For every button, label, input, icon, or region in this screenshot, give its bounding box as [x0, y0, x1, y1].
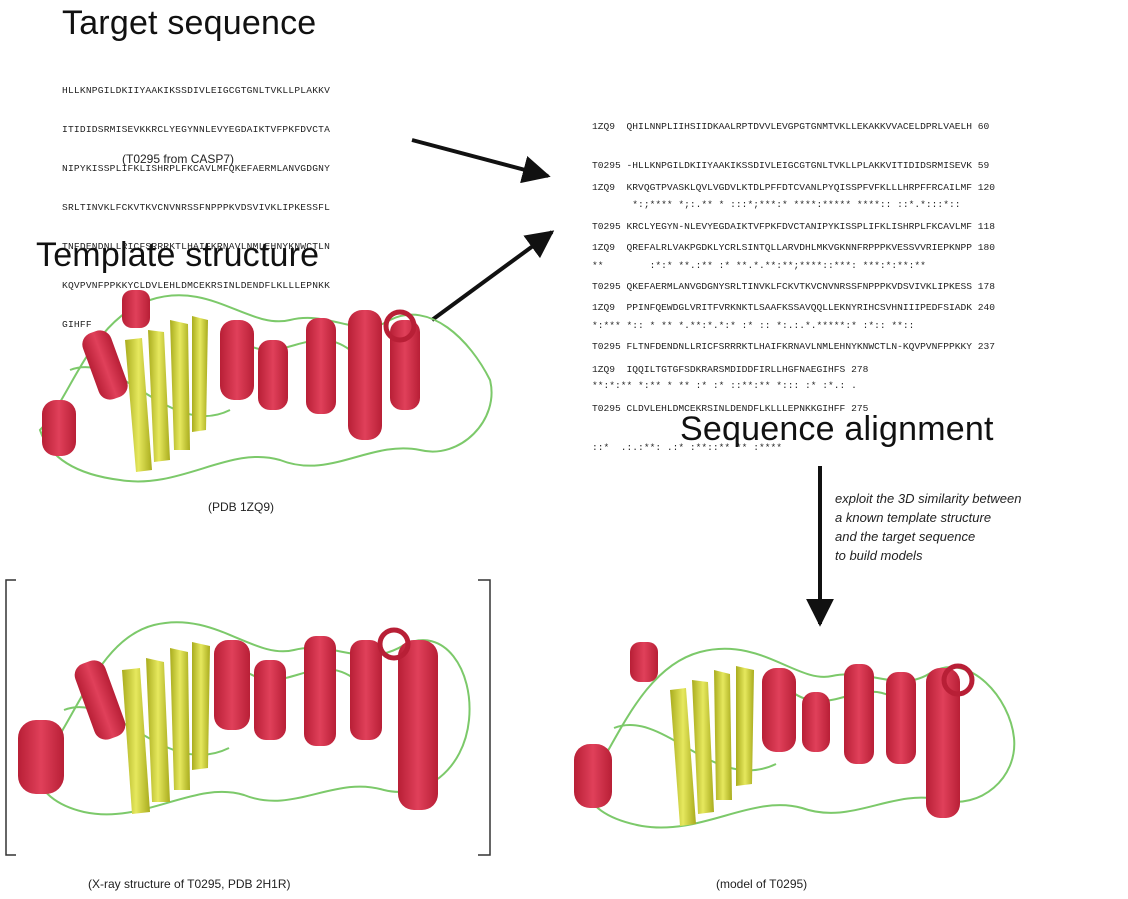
alignment-row-t0295: T0295 QKEFAERMLANVGDGNYSRLTINVKLFCKVTKVC…: [592, 281, 996, 292]
xray-protein-structure: [18, 621, 471, 816]
alignment-consensus: ::* .:.:**: .:* :**::** ** :****: [592, 442, 782, 453]
alignment-row-t0295: T0295 -HLLKNPGILDKIIYAAKIKSSDIVLEIGCGTGN…: [592, 160, 990, 171]
template-structure-heading: Template structure: [36, 236, 320, 274]
arrow-template-to-alignment: [430, 230, 555, 322]
note-line: and the target sequence: [835, 529, 976, 544]
alignment-consensus: ** :*:* **.:** :* **.*.**:**;****::***: …: [592, 260, 926, 271]
alignment-row-1zq9: 1ZQ9 QHILNNPLIIHSIIDKAALRPTDVVLEVGPGTGNM…: [592, 121, 990, 132]
alignment-row-t0295: T0295 CLDVLEHLDMCEKRSINLDENDFLKLLLEPNKKG…: [592, 403, 869, 414]
note-line: exploit the 3D similarity between: [835, 491, 1022, 506]
alignment-consensus: **:*:** *:** * ** :* :* ::**:** *::: :* …: [592, 380, 857, 391]
alignment-consensus: *:;**** *;:.** * :::*;***:* ****:***** *…: [592, 199, 961, 210]
note-line: a known template structure: [835, 510, 992, 525]
alignment-block: 1ZQ9 KRVQGTPVASKLQVLVGDVLKTDLPFFDTCVANLP…: [592, 155, 995, 285]
sequence-alignment-heading: Sequence alignment: [680, 410, 994, 448]
model-protein-structure: [574, 642, 1016, 829]
sequence-line: TNFDENDNLLRICFSRRRKTLHAIFKRNAVLNMLEHNYKN…: [62, 241, 331, 252]
sequence-line: NIPYKISSPLIFKLISHRPLFKCAVLMFQKEFAERMLANV…: [62, 163, 331, 174]
model-caption: (model of T0295): [716, 877, 808, 891]
alignment-row-t0295: T0295 KRCLYEGYN-NLEVYEGDAIKTVFPKFDVCTANI…: [592, 221, 996, 232]
xray-caption: (X-ray structure of T0295, PDB 2H1R): [88, 877, 291, 891]
alignment-consensus: *:*** *:: * ** *.**:*.*:* :* :: *:.:.*.*…: [592, 320, 915, 331]
sequence-line: ITIDIDSRMISEVKKRCLYEGYNNLEVYEGDAIKTVFPKF…: [62, 124, 331, 135]
template-protein-structure: [38, 290, 493, 483]
sequence-line: HLLKNPGILDKIIYAAKIKSSDIVLEIGCGTGNLTVKLLP…: [62, 85, 331, 96]
sequence-line: GIHFF: [62, 319, 92, 330]
alignment-row-1zq9: 1ZQ9 QREFALRLVAKPGDKLYCRLSINTQLLARVDHLMK…: [592, 242, 996, 253]
target-sequence-caption: (T0295 from CASP7): [122, 152, 235, 166]
alignment-row-1zq9: 1ZQ9 PPINFQEWDGLVRITFVRKNKTLSAAFKSSAVQQL…: [592, 302, 996, 313]
template-caption: (PDB 1ZQ9): [208, 500, 275, 514]
alignment-row-1zq9: 1ZQ9 KRVQGTPVASKLQVLVGDVLKTDLPFFDTCVANLP…: [592, 182, 996, 193]
alignment-row-t0295: T0295 FLTNFDENDNLLRICFSRRRKTLHAIFKRNAVLN…: [592, 341, 996, 352]
alignment-block: 1ZQ9 QHILNNPLIIHSIIDKAALRPTDVVLEVGPGTGNM…: [592, 94, 989, 224]
alignment-block: 1ZQ9 QREFALRLVAKPGDKLYCRLSINTQLLARVDHLMK…: [592, 215, 995, 345]
arrow-sequence-to-alignment: [411, 138, 551, 184]
target-sequence-text: HLLKNPGILDKIIYAAKIKSSDIVLEIGCGTGNLTVKLLP…: [62, 58, 330, 344]
sequence-line: SRLTINVKLFCKVTKVCNVNRSSFNPPPKVDSVIVKLIPK…: [62, 202, 331, 213]
target-sequence-heading: Target sequence: [62, 4, 317, 42]
alignment-row-1zq9: 1ZQ9 IQQILTGTGFSDKRARSMDIDDFIRLLHGFNAEGI…: [592, 364, 869, 375]
sequence-line: KQVPVNFPPKKYCLDVLEHLDMCEKRSINLDENDFLKLLL…: [62, 280, 331, 291]
note-line: to build models: [835, 548, 923, 563]
xray-bracket: [5, 579, 491, 856]
modeling-note: exploit the 3D similarity between a know…: [835, 489, 1021, 565]
alignment-block: 1ZQ9 PPINFQEWDGLVRITFVRKNKTLSAAFKSSAVQQL…: [592, 275, 995, 405]
alignment-block: 1ZQ9 IQQILTGTGFSDKRARSMDIDDFIRLLHGFNAEGI…: [592, 337, 868, 467]
